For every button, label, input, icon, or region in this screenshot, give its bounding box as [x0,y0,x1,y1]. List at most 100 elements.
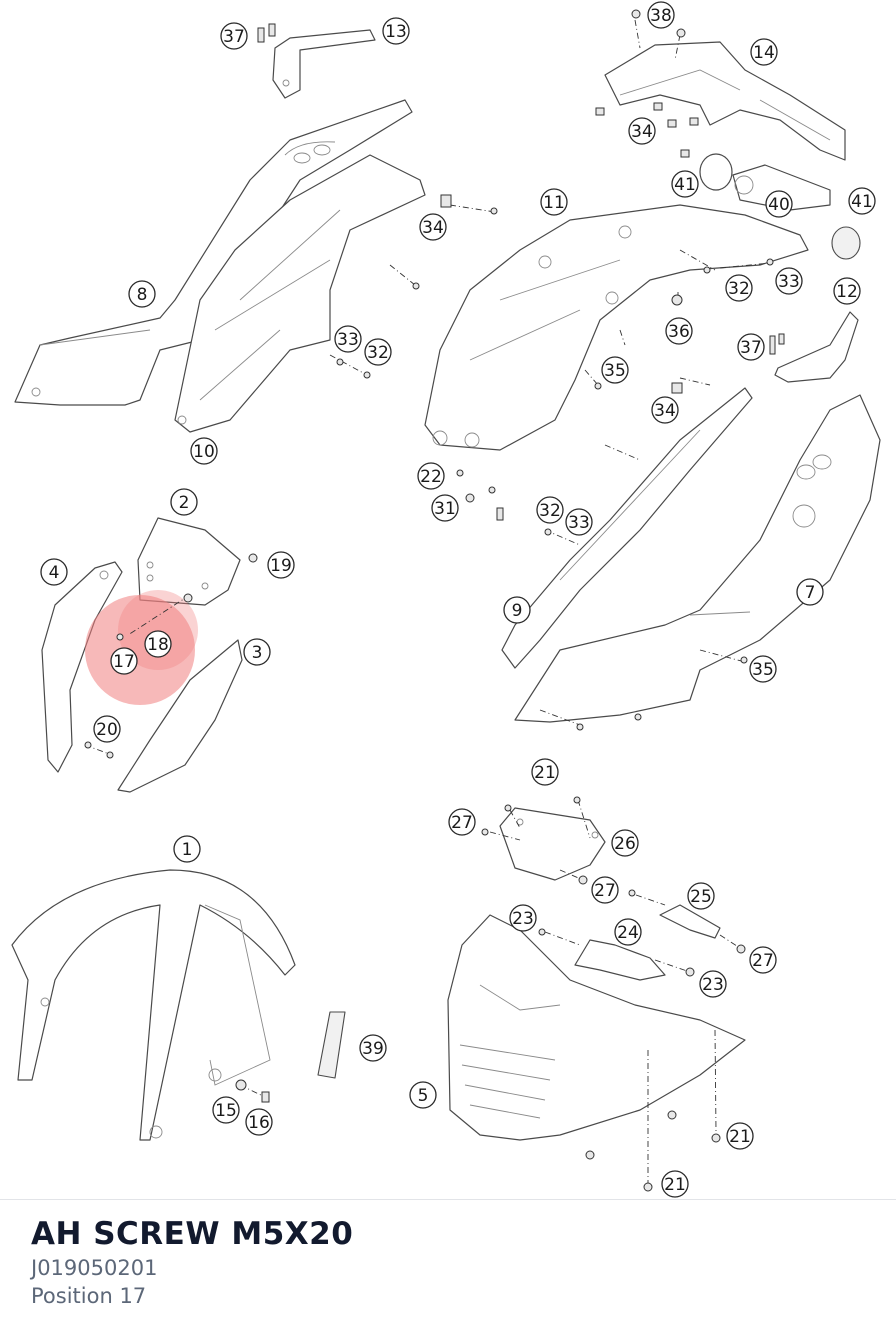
info-divider [0,1199,896,1200]
callout-40[interactable]: 40 [765,190,793,218]
callout-37-b[interactable]: 37 [737,333,765,361]
part-14-tail-section[interactable] [604,41,846,161]
callout-38[interactable]: 38 [647,1,675,29]
callout-35-b[interactable]: 35 [749,655,777,683]
svg-text:8: 8 [137,285,148,305]
callout-32-b[interactable]: 32 [364,338,392,366]
part-5-headlight-mask[interactable] [447,914,746,1141]
part-1-front-fender[interactable] [11,869,296,1141]
callout-7[interactable]: 7 [796,578,824,606]
svg-text:21: 21 [534,763,556,783]
part-26-bracket[interactable] [499,807,606,881]
svg-text:3: 3 [252,643,263,663]
svg-text:35: 35 [752,660,774,680]
callout-10[interactable]: 10 [190,437,218,465]
callout-23-a[interactable]: 23 [509,904,537,932]
svg-text:35: 35 [604,361,626,381]
svg-text:37: 37 [223,27,245,47]
callout-21-c[interactable]: 21 [661,1170,689,1198]
callout-18[interactable]: 18 [144,630,172,658]
svg-text:25: 25 [690,887,712,907]
callout-32-a[interactable]: 32 [725,274,753,302]
callout-14[interactable]: 14 [750,38,778,66]
callout-11[interactable]: 11 [540,188,568,216]
callout-13[interactable]: 13 [382,17,410,45]
part-39-pad[interactable] [317,1011,346,1079]
callout-31[interactable]: 31 [431,494,459,522]
callout-4[interactable]: 4 [40,558,68,586]
part-12-handle[interactable] [774,311,859,383]
part-4-fairing-left[interactable] [41,561,123,773]
callout-1[interactable]: 1 [173,835,201,863]
part-40-bracket[interactable] [732,164,831,211]
callout-33-b[interactable]: 33 [334,325,362,353]
part-position: Position 17 [31,1284,147,1308]
part-13-handle[interactable] [272,29,376,99]
svg-text:38: 38 [650,6,672,26]
callout-2[interactable]: 2 [170,488,198,516]
part-number: J019050201 [31,1256,158,1280]
part-name: AH SCREW M5X20 [31,1216,354,1252]
svg-text:21: 21 [664,1175,686,1195]
part-24-bracket[interactable] [574,939,666,981]
hardware-lines [84,19,771,1185]
callout-3[interactable]: 3 [243,638,271,666]
part-41-reflector-right[interactable] [831,226,861,260]
callout-22[interactable]: 22 [417,462,445,490]
callout-19[interactable]: 19 [267,551,295,579]
callout-21-a[interactable]: 21 [531,758,559,786]
part-41-reflector-left[interactable] [699,153,733,191]
part-11-rear-subframe[interactable] [424,204,809,451]
callout-27-a[interactable]: 27 [448,808,476,836]
svg-text:14: 14 [753,43,775,63]
exploded-parts-diagram: 37 13 38 14 34 41 40 41 11 34 32 33 12 8… [11,1,881,1198]
callout-41-a[interactable]: 41 [671,170,699,198]
callout-36[interactable]: 36 [665,317,693,345]
callout-33-a[interactable]: 33 [775,267,803,295]
callout-32-c[interactable]: 32 [536,496,564,524]
callout-34-a[interactable]: 34 [628,117,656,145]
svg-text:34: 34 [422,218,444,238]
part-7-side-panel[interactable] [514,394,881,723]
callout-27-c[interactable]: 27 [749,946,777,974]
part-9-frame-rail[interactable] [501,387,753,669]
callout-16[interactable]: 16 [245,1108,273,1136]
callout-33-c[interactable]: 33 [565,508,593,536]
part-8-side-panel[interactable] [14,99,413,406]
callout-37-a[interactable]: 37 [220,22,248,50]
callout-25[interactable]: 25 [687,882,715,910]
callout-35-a[interactable]: 35 [601,356,629,384]
callout-26[interactable]: 26 [611,829,639,857]
callout-5[interactable]: 5 [409,1081,437,1109]
svg-text:37: 37 [740,338,762,358]
callout-12[interactable]: 12 [833,277,861,305]
svg-text:34: 34 [654,401,676,421]
svg-text:1: 1 [182,840,193,860]
callout-34-b[interactable]: 34 [419,213,447,241]
svg-text:13: 13 [385,22,407,42]
svg-text:7: 7 [805,583,816,603]
svg-text:20: 20 [96,720,118,740]
callout-41-b[interactable]: 41 [848,187,876,215]
part-25-bracket[interactable] [659,904,721,939]
part-10-inner-frame[interactable] [174,154,426,433]
svg-text:32: 32 [728,279,750,299]
svg-text:21: 21 [729,1127,751,1147]
part-3-fairing-right[interactable] [117,639,243,793]
svg-text:32: 32 [539,501,561,521]
svg-text:24: 24 [617,923,639,943]
callout-23-b[interactable]: 23 [699,970,727,998]
callout-24[interactable]: 24 [614,918,642,946]
svg-text:34: 34 [631,122,653,142]
callout-34-c[interactable]: 34 [651,396,679,424]
callout-39[interactable]: 39 [359,1034,387,1062]
callout-27-b[interactable]: 27 [591,876,619,904]
callout-20[interactable]: 20 [93,715,121,743]
callout-15[interactable]: 15 [212,1096,240,1124]
callout-21-b[interactable]: 21 [726,1122,754,1150]
svg-text:23: 23 [512,909,534,929]
callout-17[interactable]: 17 [110,647,138,675]
callout-8[interactable]: 8 [128,280,156,308]
callout-9[interactable]: 9 [503,596,531,624]
svg-text:18: 18 [147,635,169,655]
